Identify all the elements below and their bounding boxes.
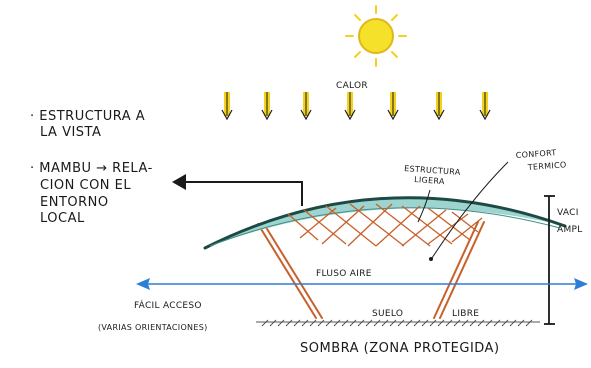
ground-hatch: [256, 319, 540, 327]
vacio-bracket: [544, 195, 555, 325]
confort-line-2: TERMICO: [527, 160, 567, 172]
mambu-line-4: LOCAL: [40, 211, 85, 226]
confort-line-1: CONFORT: [516, 148, 557, 160]
heat-arrow: [261, 92, 273, 121]
libre-label: LIBRE: [452, 309, 479, 319]
air-flow-arrow: [136, 278, 588, 290]
calor-label: CALOR: [336, 81, 368, 91]
confort-point: [429, 257, 433, 261]
heat-arrow: [300, 92, 312, 121]
estructura-vista-line-2: LA VISTA: [40, 125, 101, 140]
heat-arrow: [433, 92, 445, 121]
heat-arrow: [221, 92, 233, 121]
suelo-label: SUELO: [372, 309, 403, 319]
entorno-arrow: [172, 174, 303, 206]
estructura-ligera-line-1: ESTRUCTURA: [404, 164, 461, 177]
heat-arrow: [344, 92, 356, 121]
vacio-line-2: AMPL: [557, 225, 583, 235]
fluso-aire-label: FLUSO AIRE: [316, 269, 372, 279]
mambu-line-1: · MAMBU → RELA-: [30, 161, 153, 176]
sombra-label: SOMBRA (ZONA PROTEGIDA): [300, 341, 500, 356]
facil-acceso-label: FÁCIL ACCESO: [134, 299, 202, 311]
confort-pointer: [431, 161, 509, 259]
estructura-vista-line-1: · ESTRUCTURA A: [30, 109, 145, 124]
canopy-roof: [203, 196, 567, 250]
light-structure-lattice: [287, 203, 483, 247]
heat-arrows: [221, 92, 491, 121]
heat-arrow: [479, 92, 491, 121]
vacio-line-1: VACI: [557, 208, 579, 218]
sun-icon: [345, 5, 407, 67]
mambu-line-2: CION CON EL: [40, 178, 131, 193]
estructura-ligera-pointer: [417, 189, 431, 223]
support-columns: [257, 221, 485, 319]
mambu-line-3: ENTORNO: [40, 195, 109, 210]
heat-arrow: [387, 92, 399, 121]
notes-left: · ESTRUCTURA A LA VISTA · MAMBU → RELA- …: [30, 109, 153, 226]
estructura-ligera-line-2: LIGERA: [414, 175, 445, 186]
varias-orientaciones-label: (VARIAS ORIENTACIONES): [98, 323, 208, 332]
